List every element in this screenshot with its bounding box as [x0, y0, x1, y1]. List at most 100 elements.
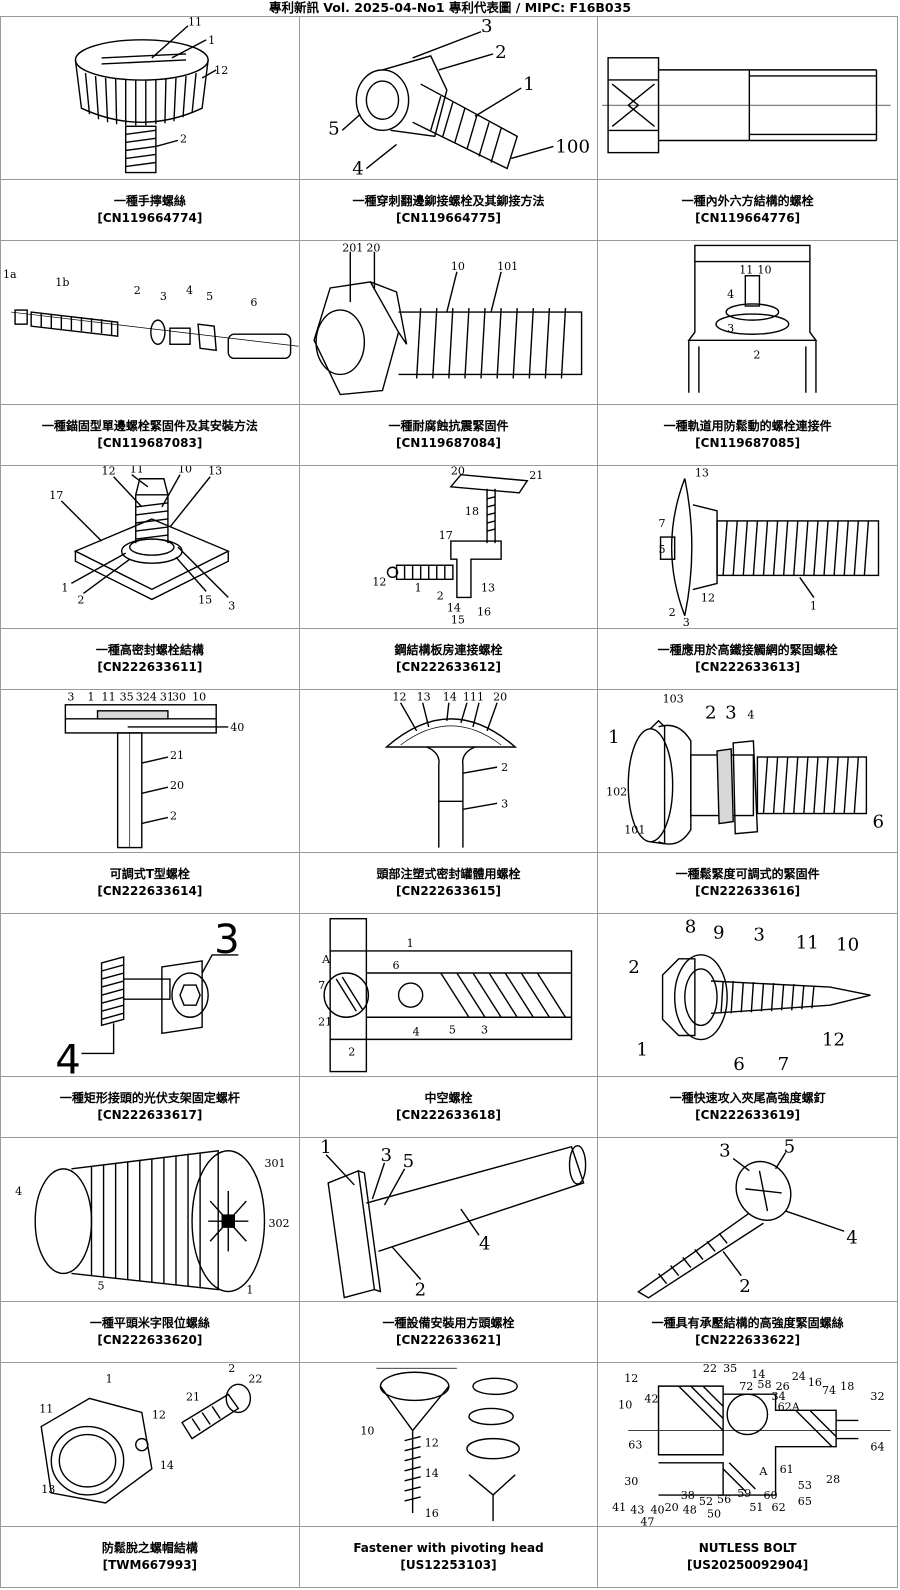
patent-number[interactable]: [CN222633617] [97, 1107, 202, 1124]
patent-card[interactable]: 3 4 一種矩形接頭的光伏支架固定螺杆 [CN222633617] [1, 914, 300, 1138]
part-label: 2 [228, 1363, 235, 1375]
part-label: 38 [681, 1489, 695, 1502]
patent-card[interactable]: 1a 1b 2 3 4 5 6 一種錨固型單邊螺栓緊固件及其安裝方法 [CN11… [1, 241, 300, 465]
patent-card[interactable]: 20 21 18 17 12 1 2 13 14 16 15 鋼結構板房連接螺栓… [300, 466, 599, 690]
sealed-bolt-plate-icon: 12 11 10 13 17 1 2 15 3 [1, 466, 299, 628]
patent-number[interactable]: [CN119664776] [695, 210, 800, 227]
patent-number[interactable]: [CN119664775] [396, 210, 501, 227]
patent-card[interactable]: 3 2 1 5 4 100 一種穿刺翻邊鉚接螺栓及其鉚接方法 [CN119664… [300, 17, 599, 241]
patent-title[interactable]: 一種矩形接頭的光伏支架固定螺杆 [60, 1090, 240, 1107]
self-drilling-screw-icon: 8 9 3 11 10 2 1 6 7 12 [598, 914, 897, 1076]
patent-card[interactable]: 13 7 5 12 1 2 3 一種應用於高鐵接觸網的緊固螺栓 [CN22263… [598, 466, 897, 690]
part-label: 3 [160, 290, 167, 303]
patent-card[interactable]: 10 12 14 16 Fastener with pivoting head … [300, 1363, 599, 1587]
patent-number[interactable]: [CN222633612] [396, 659, 501, 676]
patent-drawing: 4 301 302 5 1 [1, 1138, 299, 1301]
part-label: 3 [380, 1145, 392, 1166]
patent-number[interactable]: [CN222633621] [396, 1332, 501, 1349]
patent-number[interactable]: [CN222633620] [97, 1332, 202, 1349]
part-label: 15 [451, 613, 465, 626]
part-label: 2 [414, 1280, 426, 1301]
patent-number[interactable]: [CN119664774] [97, 210, 202, 227]
patent-title[interactable]: 一種高密封螺栓結構 [96, 642, 204, 659]
part-label: 10 [360, 1424, 374, 1437]
patent-title[interactable]: 一種快速攻入夾尾高強度螺釘 [670, 1090, 826, 1107]
patent-number[interactable]: [CN222633611] [97, 659, 202, 676]
patent-card[interactable]: 8 9 3 11 10 2 1 6 7 12 一種快速攻入夾尾高強度螺釘 [CN… [598, 914, 897, 1138]
patent-number[interactable]: [CN222633618] [396, 1107, 501, 1124]
patent-number[interactable]: [CN119687084] [396, 435, 501, 452]
patent-number[interactable]: [CN222633616] [695, 883, 800, 900]
patent-title[interactable]: 可調式T型螺栓 [110, 866, 190, 883]
part-label: 2 [740, 1276, 752, 1297]
patent-title[interactable]: 防鬆脫之螺帽結構 [102, 1540, 198, 1557]
patent-title[interactable]: Fastener with pivoting head [353, 1540, 543, 1557]
patent-title[interactable]: 一種應用於高鐵接觸網的緊固螺栓 [658, 642, 838, 659]
part-label: 3 [683, 615, 690, 627]
part-label: 30 [172, 691, 186, 704]
part-label: 5 [328, 118, 340, 139]
patent-card[interactable]: 1 11 13 12 14 2 21 22 防鬆脫之螺帽結構 [TWM66799… [1, 1363, 300, 1587]
patent-title[interactable]: 一種內外六方結構的螺栓 [682, 193, 814, 210]
patent-card[interactable]: 12 13 14 11 1 20 2 3 頭部注塑式密封罐體用螺栓 [CN222… [300, 690, 599, 914]
patent-card[interactable]: 11 10 4 2 3 一種軌道用防鬆動的螺栓連接件 [CN119687085] [598, 241, 897, 465]
patent-number[interactable]: [TWM667993] [103, 1557, 197, 1574]
patent-card[interactable]: 3 5 4 2 一種具有承壓結構的高強度緊固螺絲 [CN222633622] [598, 1138, 897, 1362]
patent-card[interactable]: 12 11 10 13 17 1 2 15 3 一種高密封螺栓結構 [CN222… [1, 466, 300, 690]
patent-number[interactable]: [CN222633619] [695, 1107, 800, 1124]
patent-card[interactable]: 4 301 302 5 1 一種平頭米字限位螺絲 [CN222633620] [1, 1138, 300, 1362]
part-label: 14 [446, 601, 460, 614]
patent-number[interactable]: [CN222633614] [97, 883, 202, 900]
patent-title[interactable]: NUTLESS BOLT [699, 1540, 797, 1557]
part-label: 13 [41, 1483, 55, 1496]
patent-title[interactable]: 一種手擰螺絲 [114, 193, 186, 210]
patent-number[interactable]: [CN222633622] [695, 1332, 800, 1349]
patent-drawing: 13 7 5 12 1 2 3 [598, 466, 897, 629]
patent-drawing: 20 21 18 17 12 1 2 13 14 16 15 [300, 466, 598, 629]
patent-title[interactable]: 頭部注塑式密封罐體用螺栓 [376, 866, 520, 883]
part-label: 2 [629, 957, 641, 978]
patent-card[interactable]: 12 22 35 14 10 42 72 58 26 34 24 16 74 1… [598, 1363, 897, 1587]
patent-number[interactable]: [CN119687085] [695, 435, 800, 452]
part-label: 1 [414, 581, 421, 594]
catenary-bolt-icon: 13 7 5 12 1 2 3 [598, 466, 897, 628]
anchor-bolt-exploded-icon: 1a 1b 2 3 4 5 6 [1, 241, 299, 403]
part-label: 10 [451, 260, 465, 273]
patent-number[interactable]: [CN222633615] [396, 883, 501, 900]
patent-number[interactable]: [US20250092904] [687, 1557, 808, 1574]
part-label: 6 [734, 1054, 746, 1075]
patent-title[interactable]: 中空螺栓 [424, 1090, 472, 1107]
part-label: 10 [192, 691, 206, 704]
part-label: 63 [629, 1438, 643, 1451]
part-label: 201 [342, 242, 363, 255]
patent-title[interactable]: 一種鬆緊度可調式的緊固件 [676, 866, 820, 883]
part-label: 7 [318, 979, 325, 992]
part-label: 301 [264, 1157, 285, 1170]
part-label: 65 [798, 1495, 812, 1508]
patent-title[interactable]: 鋼結構板房連接螺栓 [394, 642, 502, 659]
patent-title[interactable]: 一種穿刺翻邊鉚接螺栓及其鉚接方法 [352, 193, 544, 210]
patent-title[interactable]: 一種設備安裝用方頭螺栓 [382, 1315, 514, 1332]
part-label: 20 [366, 242, 380, 255]
patent-card[interactable]: 1 3 5 4 2 一種設備安裝用方頭螺栓 [CN222633621] [300, 1138, 599, 1362]
patent-card[interactable]: 201 20 10 101 一種耐腐蝕抗震緊固件 [CN119687084] [300, 241, 599, 465]
patent-card[interactable]: 3 1 11 35 32 4 31 30 10 40 21 20 2 可調式T型… [1, 690, 300, 914]
patent-number[interactable]: [US12253103] [400, 1557, 496, 1574]
part-label: 12 [822, 1030, 845, 1051]
part-label: 6 [873, 811, 885, 832]
lock-nut-set-screw-icon: 1 11 13 12 14 2 21 22 [1, 1363, 299, 1526]
patent-card[interactable]: 1 6 A 7 21 4 5 3 2 中空螺栓 [CN222633618] [300, 914, 599, 1138]
patent-card[interactable]: 一種內外六方結構的螺栓 [CN119664776] [598, 17, 897, 241]
patent-number[interactable]: [CN119687083] [97, 435, 202, 452]
patent-title[interactable]: 一種具有承壓結構的高強度緊固螺絲 [652, 1315, 844, 1332]
patent-title[interactable]: 一種錨固型單邊螺栓緊固件及其安裝方法 [42, 418, 258, 435]
part-label: 15 [198, 593, 212, 606]
patent-number[interactable]: [CN222633613] [695, 659, 800, 676]
flange-hex-bolt-icon: 201 20 10 101 [300, 241, 598, 403]
part-label: 10 [619, 1398, 633, 1411]
patent-title[interactable]: 一種耐腐蝕抗震緊固件 [388, 418, 508, 435]
patent-card[interactable]: 103 2 3 4 1 102 101 6 一種鬆緊度可調式的緊固件 [CN22… [598, 690, 897, 914]
patent-title[interactable]: 一種軌道用防鬆動的螺栓連接件 [664, 418, 832, 435]
patent-title[interactable]: 一種平頭米字限位螺絲 [90, 1315, 210, 1332]
patent-card[interactable]: 11 1 12 2 一種手擰螺絲 [CN119664774] [1, 17, 300, 241]
